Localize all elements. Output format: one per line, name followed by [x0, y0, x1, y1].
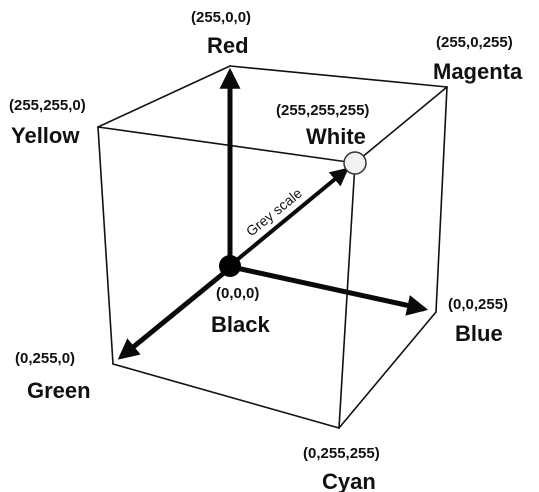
red-coords: (255,0,0) [191, 9, 251, 26]
blue-coords: (0,0,255) [448, 296, 508, 313]
blue-axis-arrow [231, 264, 429, 316]
axis-arrows [117, 67, 429, 360]
edge-green-cyan [112, 363, 340, 429]
green-coords: (0,255,0) [15, 350, 75, 367]
blue-label: Blue [455, 321, 503, 346]
magenta-label: Magenta [433, 59, 523, 84]
black-coords: (0,0,0) [216, 285, 259, 302]
edge-yellow-white [97, 126, 356, 164]
yellow-coords: (255,255,0) [9, 97, 86, 114]
edge-yellow-green [97, 126, 114, 365]
edge-cyan-blue [338, 311, 437, 429]
white-point-marker [343, 151, 367, 175]
edge-white-cyan [338, 162, 356, 429]
edge-red-magenta [229, 65, 448, 88]
white-coords: (255,255,255) [276, 102, 369, 119]
magenta-coords: (255,0,255) [436, 34, 513, 51]
cube-edges [97, 65, 448, 429]
grey-scale-arrow [230, 167, 349, 266]
cyan-coords: (0,255,255) [303, 445, 380, 462]
cyan-label: Cyan [322, 469, 376, 492]
red-label: Red [207, 33, 249, 58]
yellow-label: Yellow [11, 123, 80, 148]
green-axis-arrow [117, 266, 232, 360]
white-label: White [306, 124, 366, 149]
green-label: Green [27, 378, 91, 403]
edge-magenta-white [354, 86, 448, 164]
edge-yellow-red [97, 65, 231, 128]
black-point-marker [219, 255, 241, 277]
black-label: Black [211, 312, 270, 337]
edge-magenta-blue [435, 86, 448, 313]
